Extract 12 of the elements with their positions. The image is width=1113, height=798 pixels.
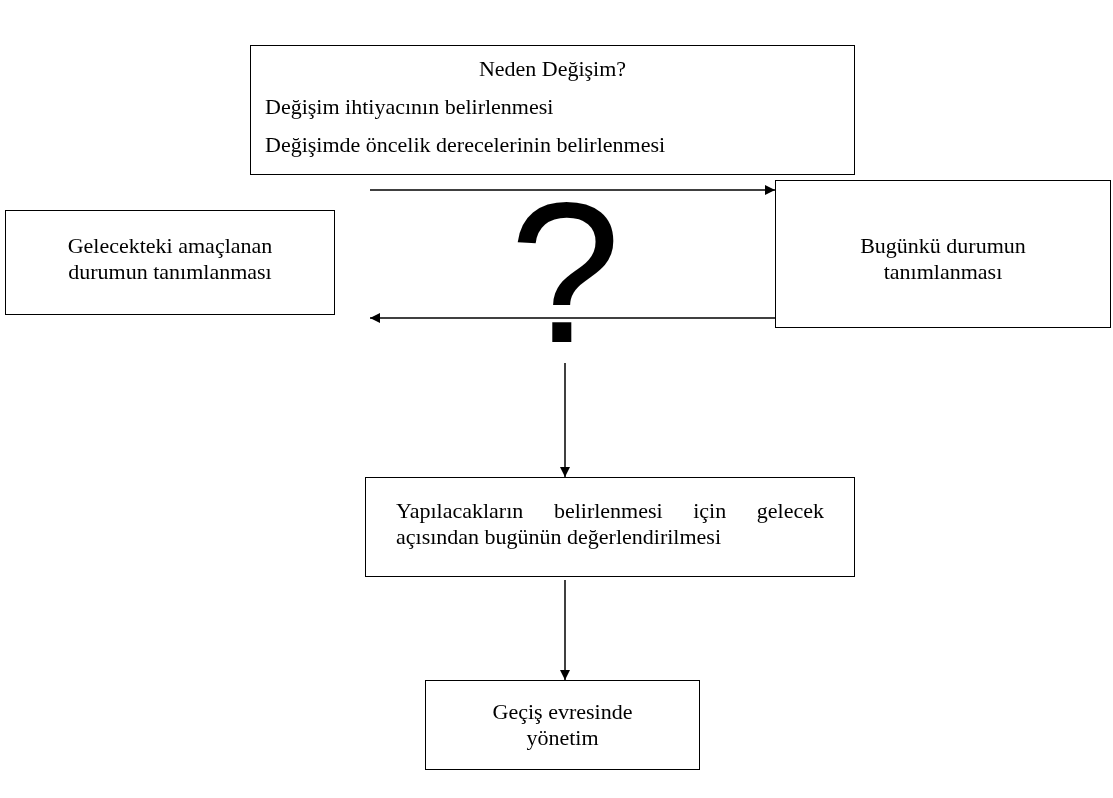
process-box: Bugünkü durumun tanımlanması [775,180,1111,328]
process-box: Geçiş evresinde yönetim [425,680,700,770]
process-box: Gelecekteki amaçlanan durumun tanımlanması [5,210,335,315]
arrow [560,362,570,478]
process-box [250,45,855,175]
box-text: Değişim ihtiyacının belirlenmesi [265,94,555,120]
process-box: Yapılacakların belirlenmesi için gelecek açısından bugünün değerlendirilmesi [365,477,855,577]
box-heading: Neden Değişim? [477,56,628,82]
arrow [369,313,776,323]
box-text: Değişimde öncelik derecelerinin belirlenmesi [265,132,667,158]
arrow [369,185,776,195]
arrow [560,579,570,681]
